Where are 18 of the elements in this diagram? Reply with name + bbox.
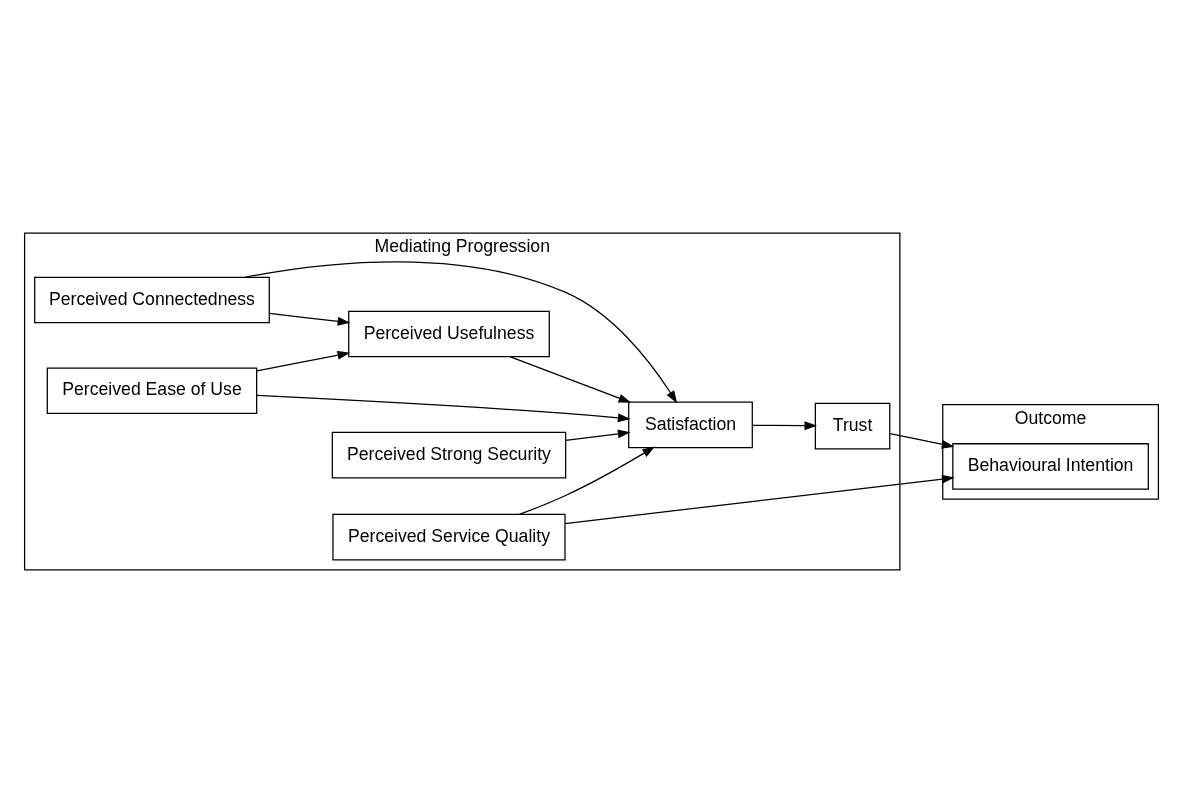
node-box: Satisfaction (628, 401, 753, 449)
arrow (256, 394, 631, 423)
node-box: Trust (814, 402, 891, 450)
arrow (518, 446, 655, 515)
arrow (565, 429, 631, 442)
arrow (509, 356, 632, 403)
node-box: Perceived Strong Security (331, 431, 567, 479)
node-box: Perceived Usefulness (348, 310, 550, 358)
arrow (751, 421, 818, 431)
arrow (256, 350, 351, 372)
arrow (269, 312, 351, 326)
node-box: Perceived Ease of Use (46, 367, 258, 415)
node-box: Behavioural Intention (952, 443, 1149, 490)
node-box: Perceived Service Quality (332, 513, 566, 561)
arrow (889, 432, 955, 449)
arrow (564, 474, 955, 525)
arrow (244, 261, 678, 404)
node-box: Perceived Connectedness (34, 276, 270, 324)
